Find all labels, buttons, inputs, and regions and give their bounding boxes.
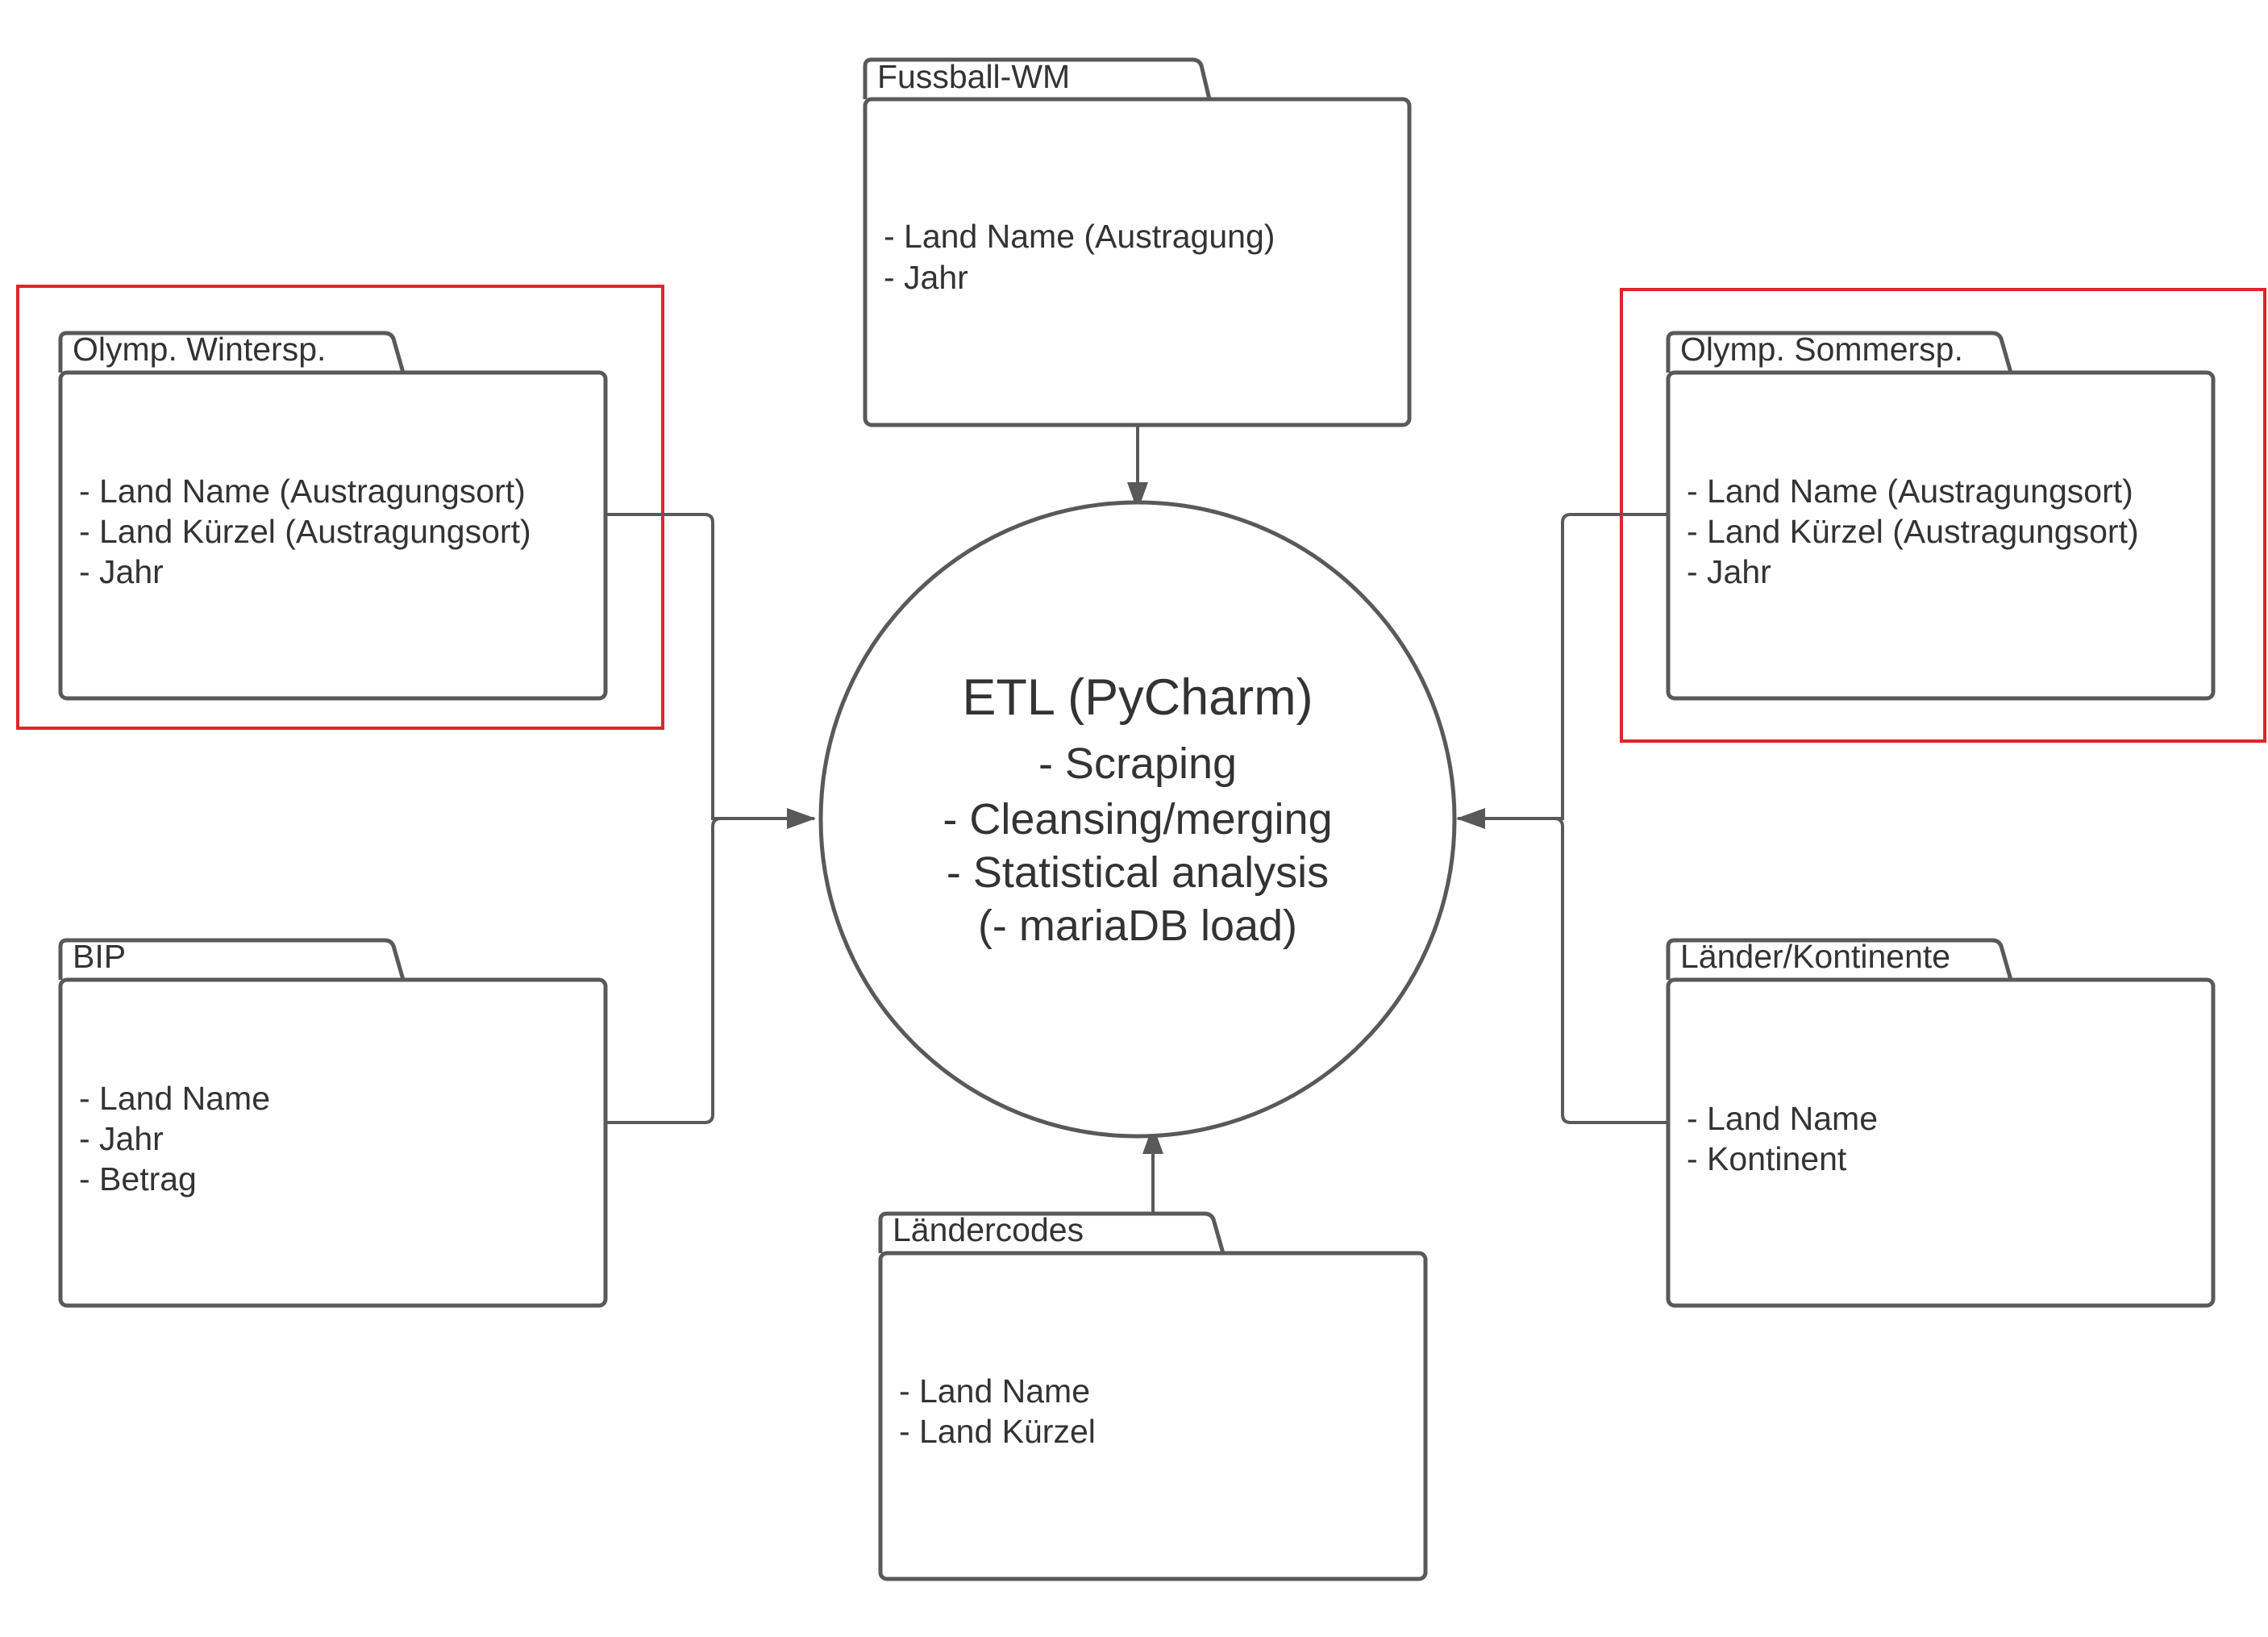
- package-laender-kontinente: Länder/Kontinente - Land Name - Kontinen…: [1666, 938, 2216, 1308]
- package-bip: BIP - Land Name - Jahr - Betrag: [58, 938, 608, 1308]
- etl-circle: [818, 500, 1457, 1139]
- package-body: [1666, 370, 2216, 701]
- field-2: - Jahr: [1687, 553, 1771, 590]
- field-1: - Land Kürzel (Austragungsort): [1687, 513, 2139, 550]
- field-0: - Land Name (Austragungsort): [1687, 473, 2133, 510]
- etl-step-cleansing: - Cleansing/merging: [943, 795, 1332, 843]
- field-0: - Land Name: [79, 1080, 270, 1117]
- package-tab: [58, 938, 406, 981]
- package-title: Olymp. Sommersp.: [1680, 331, 1963, 368]
- etl-title: ETL (PyCharm): [962, 669, 1313, 726]
- highlight-frame-winter: [16, 285, 664, 730]
- field-0: - Land Name (Austragung): [884, 218, 1275, 255]
- field-2: - Betrag: [79, 1160, 197, 1198]
- etl-step-scraping: - Scraping: [1038, 739, 1237, 788]
- connector-bip: [606, 817, 722, 1124]
- package-title: Länder/Kontinente: [1680, 938, 1950, 975]
- connector-laender-kontinente: [1554, 817, 1667, 1124]
- connector-olymp-sommer: [1456, 513, 1667, 829]
- package-fussball-wm: Fussball-WM - Land Name (Austragung) - J…: [863, 57, 1412, 427]
- field-1: - Land Kürzel: [899, 1413, 1096, 1450]
- package-tab: [878, 1211, 1226, 1254]
- package-tab: [58, 331, 406, 373]
- etl-step-analysis: - Statistical analysis: [947, 848, 1329, 897]
- connector-olymp-winter: [606, 513, 816, 829]
- package-laendercodes: Ländercodes - Land Name - Land Kürzel: [878, 1211, 1428, 1581]
- package-olymp-winter: Olymp. Wintersp. - Land Name (Austragung…: [58, 331, 608, 701]
- package-body: [878, 1251, 1428, 1581]
- package-title: Ländercodes: [893, 1211, 1084, 1248]
- field-1: - Jahr: [884, 259, 968, 296]
- package-title: Olymp. Wintersp.: [73, 331, 326, 368]
- field-1: - Kontinent: [1687, 1140, 1847, 1177]
- connectors: [606, 426, 1667, 1212]
- etl-step-mariadb: (- mariaDB load): [978, 902, 1297, 950]
- field-1: - Land Kürzel (Austragungsort): [79, 513, 531, 550]
- package-title: Fussball-WM: [877, 58, 1070, 95]
- package-body: [58, 977, 608, 1308]
- field-0: - Land Name (Austragungsort): [79, 473, 526, 510]
- package-tab: [863, 57, 1212, 100]
- etl-node: ETL (PyCharm) - Scraping - Cleansing/mer…: [818, 500, 1457, 1139]
- package-body: [1666, 977, 2216, 1308]
- package-body: [863, 97, 1412, 427]
- package-tab: [1666, 938, 2013, 981]
- package-olymp-sommer: Olymp. Sommersp. - Land Name (Austragung…: [1666, 331, 2216, 701]
- package-tab: [1666, 331, 2013, 373]
- field-0: - Land Name: [1687, 1100, 1878, 1137]
- field-0: - Land Name: [899, 1372, 1090, 1410]
- field-1: - Jahr: [79, 1120, 164, 1157]
- package-title: BIP: [73, 938, 126, 975]
- package-body: [58, 370, 608, 701]
- field-2: - Jahr: [79, 553, 164, 590]
